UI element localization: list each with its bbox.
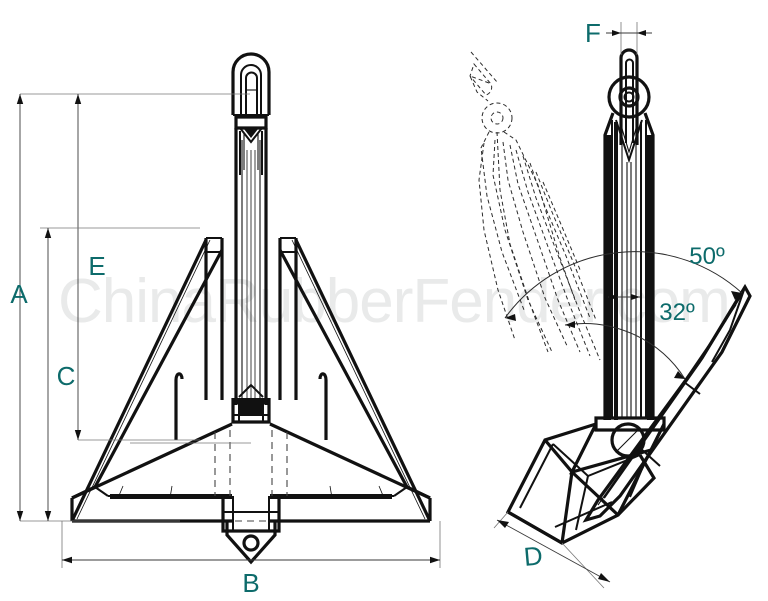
dimension-label-A: A [10, 279, 28, 309]
side-shank [603, 48, 655, 420]
crown-block [231, 383, 271, 424]
crown-lug [221, 496, 281, 565]
dimension-E: E [74, 94, 200, 441]
dimension-label-D: D [523, 540, 544, 572]
dimension-label-E: E [88, 251, 105, 281]
dimension-C: C [40, 227, 200, 521]
crown-hidden-lines [130, 430, 288, 496]
shank [234, 128, 268, 405]
side-view: 50º 32º F [469, 18, 752, 589]
dimension-A: A [10, 93, 250, 522]
angle-arc-32: 32º [564, 299, 695, 380]
shackle [231, 52, 271, 116]
phantom-anchor-outline [469, 51, 601, 361]
watermark-text: ChinaRubberFender.com [58, 267, 730, 336]
front-view: A E C [10, 52, 441, 598]
dimension-D: D [493, 511, 611, 589]
side-crown [505, 416, 666, 545]
dimension-label-B: B [242, 568, 259, 598]
dimension-label-F: F [585, 18, 601, 48]
angle-label-32: 32º [659, 299, 695, 326]
dimension-B: B [61, 521, 441, 598]
dimension-F: F [585, 18, 652, 55]
fluke-arm-rotated [582, 283, 752, 523]
angle-arc-50: 50º [504, 243, 743, 321]
fluke-left [70, 237, 233, 523]
fluke-right [269, 237, 432, 523]
shank-axis-reference [608, 294, 640, 300]
dimension-label-C: C [57, 361, 76, 391]
angle-label-50: 50º [689, 243, 725, 270]
